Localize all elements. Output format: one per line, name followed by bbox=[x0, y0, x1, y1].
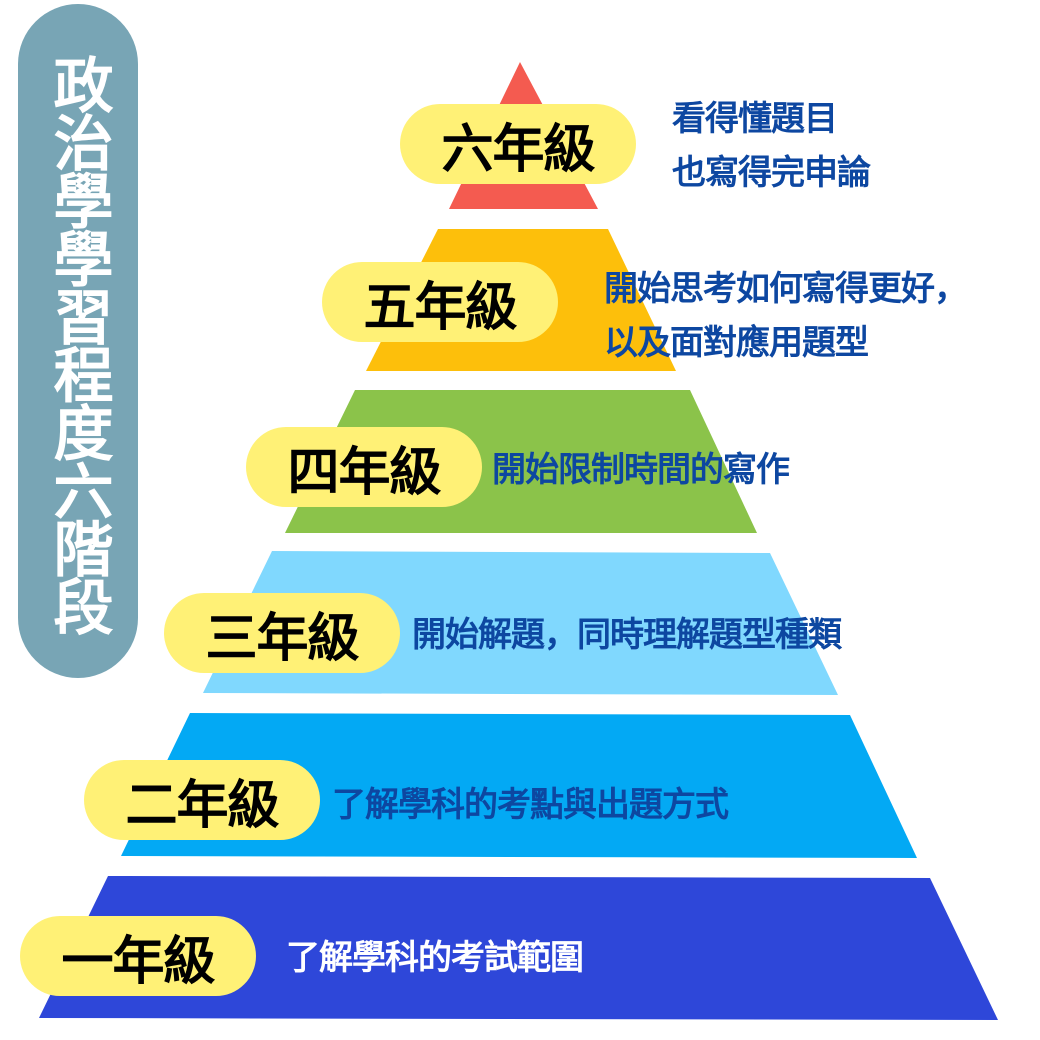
level-5-label: 五年級 bbox=[322, 262, 558, 342]
level-4-description: 開始限制時間的寫作 bbox=[492, 443, 790, 497]
desc-line: 了解學科的考點與出題方式 bbox=[332, 785, 729, 825]
desc-line: 開始解題，同時理解題型種類 bbox=[412, 615, 842, 655]
desc-line: 看得懂題目 bbox=[672, 99, 838, 139]
level-3-description: 開始解題，同時理解題型種類 bbox=[412, 608, 842, 662]
desc-line: 了解學科的考試範圍 bbox=[286, 938, 584, 978]
title-banner: 政治學學習程度六階段 bbox=[18, 4, 138, 678]
level-1-label: 一年級 bbox=[20, 916, 256, 996]
desc-line: 以及面對應用題型 bbox=[604, 323, 869, 363]
tier-1-shape bbox=[39, 876, 998, 1020]
desc-line: 也寫得完申論 bbox=[672, 153, 871, 193]
level-2-label: 二年級 bbox=[84, 760, 320, 840]
level-6-label: 六年級 bbox=[400, 104, 636, 184]
tier-2-shape bbox=[121, 713, 917, 858]
desc-line: 開始限制時間的寫作 bbox=[492, 450, 790, 490]
level-2-description: 了解學科的考點與出題方式 bbox=[332, 778, 729, 832]
level-3-label: 三年級 bbox=[164, 593, 400, 673]
level-1-description: 了解學科的考試範圍 bbox=[286, 931, 584, 985]
level-6-description: 看得懂題目 也寫得完申論 bbox=[672, 92, 871, 200]
level-5-description: 開始思考如何寫得更好， 以及面對應用題型 bbox=[604, 262, 968, 370]
desc-line: 開始思考如何寫得更好， bbox=[604, 269, 968, 309]
level-4-label: 四年級 bbox=[246, 427, 482, 507]
title-text: 政治學學習程度六階段 bbox=[43, 54, 113, 634]
